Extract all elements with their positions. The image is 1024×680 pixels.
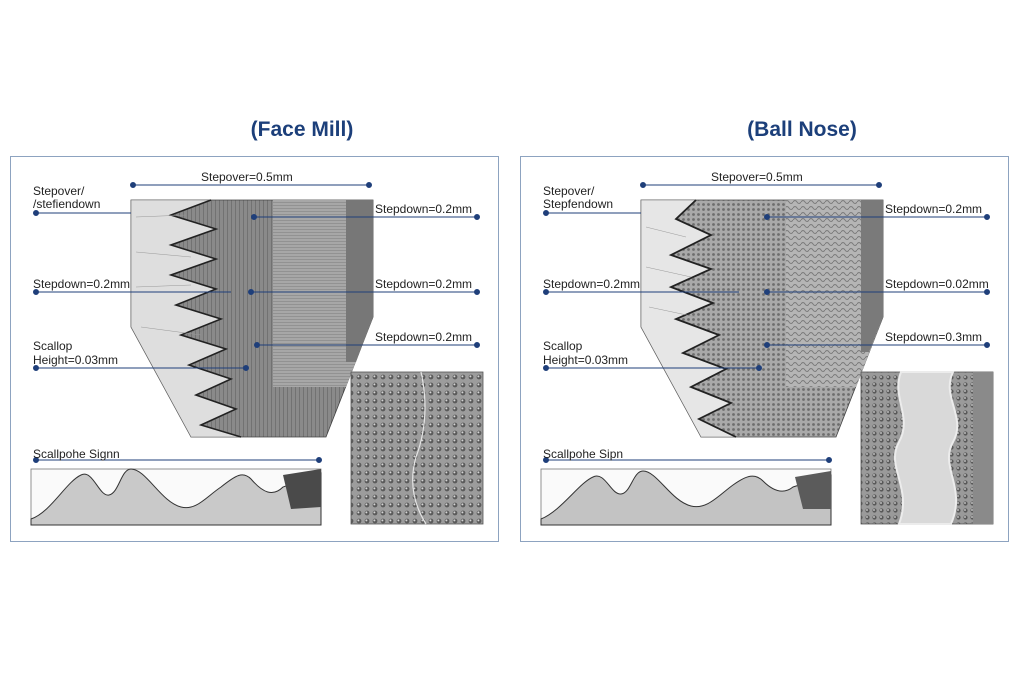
ball-nose-stepover-label: Stepover=0.5mm	[711, 170, 803, 184]
ball-nose-stepdown-left-label: Stepdown=0.2mm	[543, 277, 641, 291]
ball-nose-title: (Ball Nose)	[747, 118, 857, 141]
face-mill-title: (Face Mill)	[250, 118, 354, 141]
ball-nose-profile-label: Scallpohe Sipn	[543, 447, 624, 461]
ball-nose-scallop-profile	[540, 468, 832, 526]
face-mill-scallop-profile	[30, 468, 322, 526]
ball-nose-panel: Stepover=0.5mm Stepover/ Stepfendown Ste…	[520, 156, 1009, 542]
face-mill-texture-inset	[350, 371, 484, 525]
face-mill-left-top-label-1: Stepover/	[33, 184, 85, 198]
face-mill-illustration	[30, 182, 484, 526]
ball-nose-illustration	[540, 182, 994, 526]
ball-nose-left-top-label-1: Stepover/	[543, 184, 595, 198]
face-mill-stepover-label: Stepover=0.5mm	[201, 170, 293, 184]
face-mill-panel: Stepover=0.5mm Stepover/ /stefiendown St…	[10, 156, 499, 542]
face-mill-left-top-label-2: /stefiendown	[33, 197, 101, 211]
face-mill-scallop-label-2: Height=0.03mm	[33, 353, 119, 367]
face-mill-profile-label: Scallpohe Signn	[33, 447, 120, 461]
ball-nose-sample	[640, 199, 884, 438]
face-mill-leaders	[33, 182, 480, 463]
ball-nose-scallop-label-1: Scallop	[543, 339, 583, 353]
face-mill-stepdown-right-2: Stepdown=0.2mm	[375, 277, 473, 291]
face-mill-stepdown-left-label: Stepdown=0.2mm	[33, 277, 131, 291]
face-mill-stepdown-right-1: Stepdown=0.2mm	[375, 202, 473, 216]
ball-nose-leaders	[543, 182, 990, 463]
ball-nose-stepdown-right-1: Stepdown=0.2mm	[885, 202, 983, 216]
ball-nose-stepdown-right-2: Stepdown=0.02mm	[885, 277, 989, 291]
face-mill-scallop-label-1: Scallop	[33, 339, 73, 353]
ball-nose-texture-inset	[860, 371, 994, 525]
ball-nose-left-top-label-2: Stepfendown	[543, 197, 614, 211]
ball-nose-scallop-label-2: Height=0.03mm	[543, 353, 629, 367]
face-mill-stepdown-right-3: Stepdown=0.2mm	[375, 330, 473, 344]
face-mill-sample	[130, 199, 374, 438]
ball-nose-stepdown-right-3: Stepdown=0.3mm	[885, 330, 983, 344]
